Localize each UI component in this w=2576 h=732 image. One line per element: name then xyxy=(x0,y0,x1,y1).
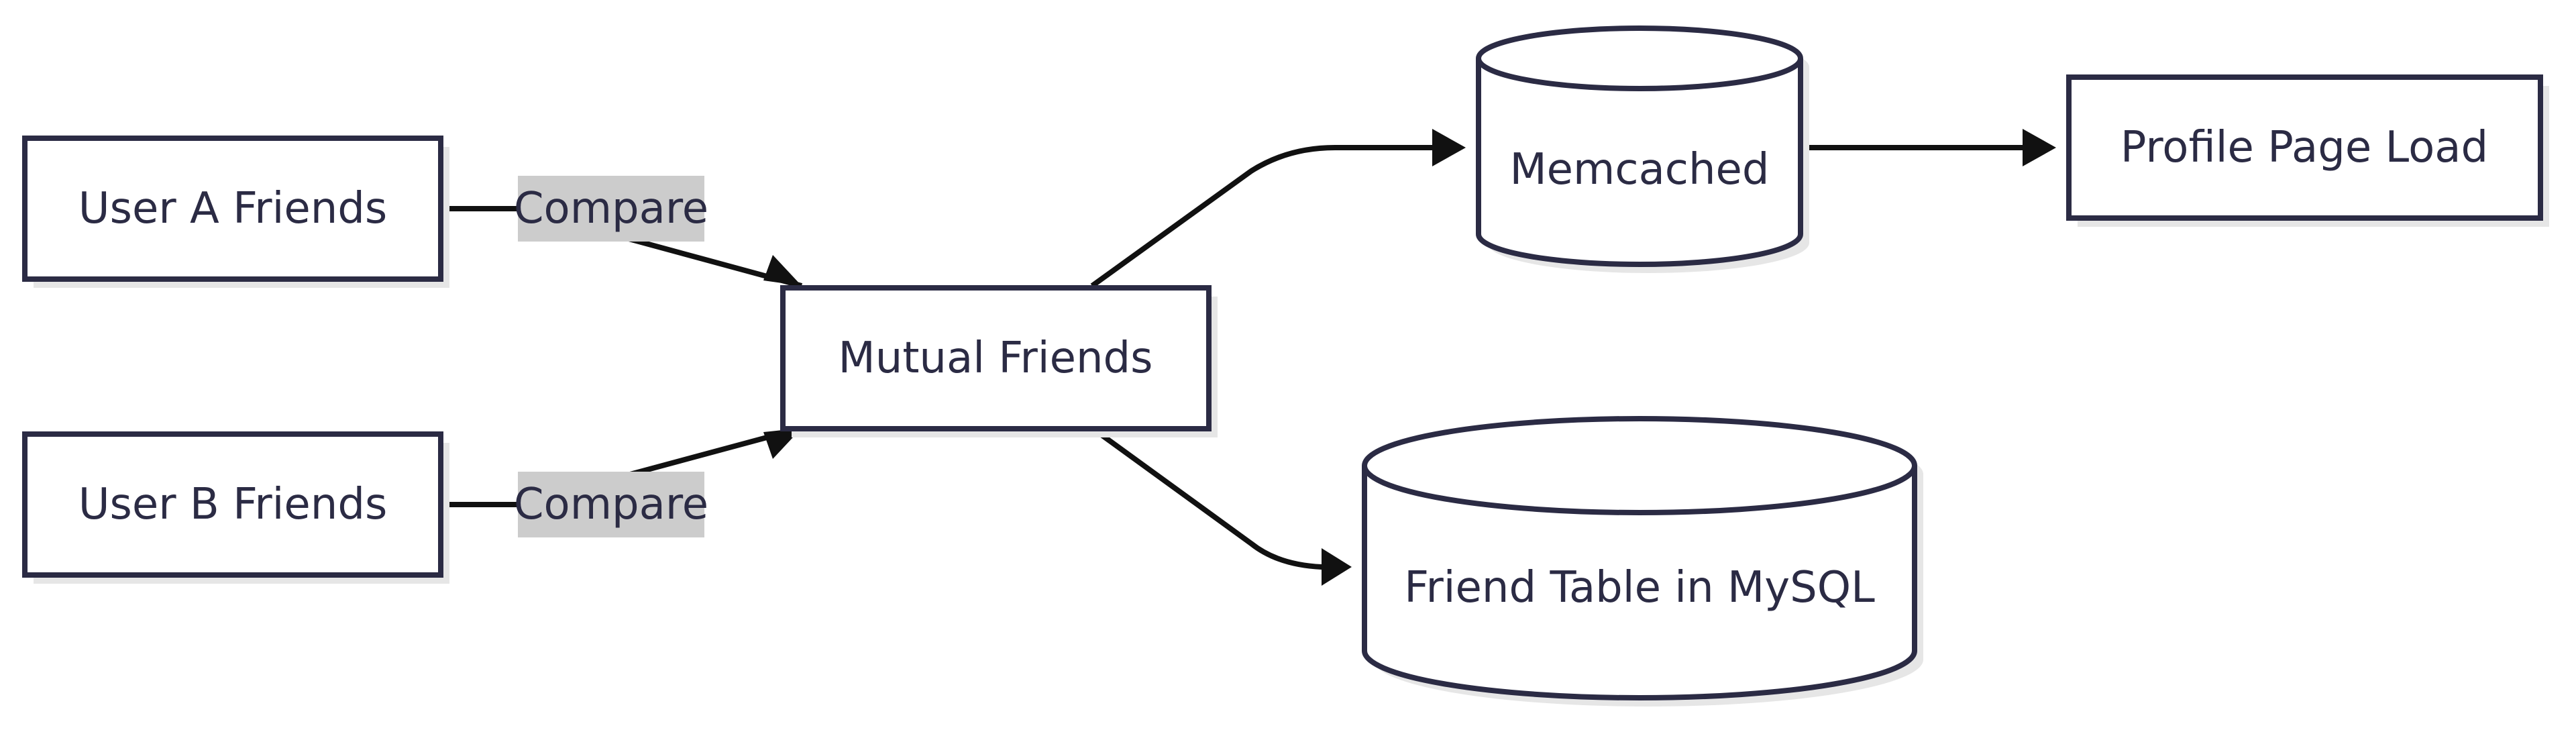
node-memcached[interactable]: Memcached xyxy=(1476,25,1809,273)
cylinder-top-rim xyxy=(1476,58,1803,91)
node-box xyxy=(780,285,1212,431)
arrowhead-icon xyxy=(1432,129,1466,166)
node-label: Profile Page Load xyxy=(2121,123,2488,172)
arrowhead-icon xyxy=(763,255,802,286)
node-box xyxy=(22,431,443,578)
edge-label-background xyxy=(518,472,704,537)
edge-memcached-to-profile xyxy=(1801,129,2056,166)
database-cylinder-icon xyxy=(1362,416,1917,700)
edge-line xyxy=(1090,145,1442,289)
edge-line xyxy=(1090,425,1327,570)
edge-label-compare-b: Compare xyxy=(514,472,708,537)
edge-mutual-to-memcached xyxy=(1090,129,1466,289)
edge-label-text: Compare xyxy=(514,184,708,233)
arrowhead-icon xyxy=(2023,129,2056,166)
arrowhead-icon xyxy=(1322,548,1352,586)
node-label: Mutual Friends xyxy=(839,333,1153,383)
node-label: User B Friends xyxy=(78,480,388,529)
edge-label-text: Compare xyxy=(514,480,708,529)
node-box xyxy=(22,136,443,282)
edge-label-compare-a: Compare xyxy=(514,176,708,242)
cylinder-top-rim xyxy=(1362,465,1917,515)
edge-mutual-to-mysql xyxy=(1090,425,1352,586)
node-profile-page-load[interactable]: Profile Page Load xyxy=(2066,74,2549,227)
node-box xyxy=(2066,74,2543,221)
node-user-a-friends[interactable]: User A Friends xyxy=(22,136,449,288)
edge-label-background xyxy=(518,176,704,242)
node-friend-table-mysql[interactable]: Friend Table in MySQL xyxy=(1362,416,1923,707)
node-label: User A Friends xyxy=(78,184,388,233)
node-label: Friend Table in MySQL xyxy=(1404,563,1875,613)
node-mutual-friends[interactable]: Mutual Friends xyxy=(780,285,1218,437)
node-user-b-friends[interactable]: User B Friends xyxy=(22,431,449,584)
node-label: Memcached xyxy=(1509,145,1769,195)
